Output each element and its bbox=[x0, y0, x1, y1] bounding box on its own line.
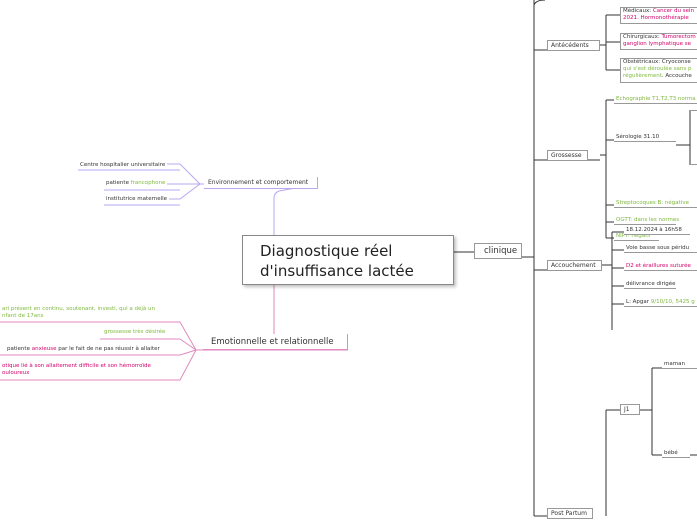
leaf-echographie[interactable]: Echographie T1,T2,T3 norma bbox=[614, 96, 697, 104]
leaf-apgar[interactable]: L: Apgar 9/10/10, 5425 g bbox=[624, 299, 697, 307]
leaf-institutrice[interactable]: institutrice maternelle bbox=[104, 196, 170, 203]
leaf-fatigue[interactable]: otique lié à son allaitement difficile e… bbox=[2, 363, 151, 376]
leaf-medicaux[interactable]: Médicaux: Cancer du sein 2021. Hormonoth… bbox=[620, 7, 697, 24]
serologie-detail-box bbox=[690, 110, 697, 165]
central-topic[interactable]: Diagnostique réel d'insuffisance lactée bbox=[242, 235, 454, 285]
branch-grossesse[interactable]: Grossesse bbox=[547, 150, 588, 161]
central-title-line1: Diagnostique réel bbox=[260, 242, 393, 260]
leaf-delivrance[interactable]: délivrance dirigée bbox=[624, 281, 676, 289]
node-j1[interactable]: J1 bbox=[620, 404, 640, 415]
branch-environnement[interactable]: Environnement et comportement bbox=[204, 177, 318, 189]
leaf-patiente-francophone[interactable]: patiente francophone bbox=[104, 180, 168, 187]
leaf-obstetricaux[interactable]: Obstétricaux: Cryoconse qui s'est déroul… bbox=[620, 58, 697, 83]
environnement-label: Environnement et comportement bbox=[208, 179, 309, 186]
leaf-patiente-anxieuse[interactable]: patiente anxieuse par le fait de ne pas … bbox=[5, 346, 162, 353]
branch-post-partum[interactable]: Post Partum bbox=[547, 508, 593, 519]
branch-emotionnelle[interactable]: Emotionnelle et relationnelle bbox=[203, 334, 348, 350]
leaf-serologie[interactable]: Sérologie 31.10 bbox=[614, 134, 676, 142]
leaf-d2-eraillures[interactable]: D2 et éraillures suturée bbox=[624, 263, 697, 271]
leaf-date-accouchement[interactable]: 18.12.2024 à 16h58 bbox=[624, 227, 690, 235]
leaf-mari-present[interactable]: ari présent en continu, soutenant, inves… bbox=[2, 306, 156, 319]
node-bebe[interactable]: bébé bbox=[662, 450, 690, 458]
branch-antecedents[interactable]: Antécédents bbox=[547, 40, 600, 51]
central-title-line2: d'insuffisance lactée bbox=[260, 262, 414, 280]
leaf-voie-basse[interactable]: Voie basse sous péridu bbox=[624, 245, 697, 253]
leaf-chirurgicaux[interactable]: Chirurgicaux: Tumorectom ganglion lympha… bbox=[620, 33, 697, 50]
node-maman[interactable]: maman bbox=[662, 361, 697, 369]
leaf-nipt[interactable]: NIPT: négatif bbox=[614, 233, 659, 241]
leaf-ogtt[interactable]: OGTT: dans les normes bbox=[614, 217, 680, 225]
branch-clinique[interactable]: clinique bbox=[474, 243, 522, 259]
emotionnelle-label: Emotionnelle et relationnelle bbox=[211, 337, 334, 347]
branch-accouchement[interactable]: Accouchement bbox=[547, 260, 602, 271]
leaf-grossesse-desiree[interactable]: grossesse très désirée bbox=[102, 329, 168, 336]
leaf-chu[interactable]: Centre hospitalier universitaire bbox=[78, 162, 168, 169]
leaf-streptocoques[interactable]: Streptocoques B: négative bbox=[614, 200, 697, 208]
